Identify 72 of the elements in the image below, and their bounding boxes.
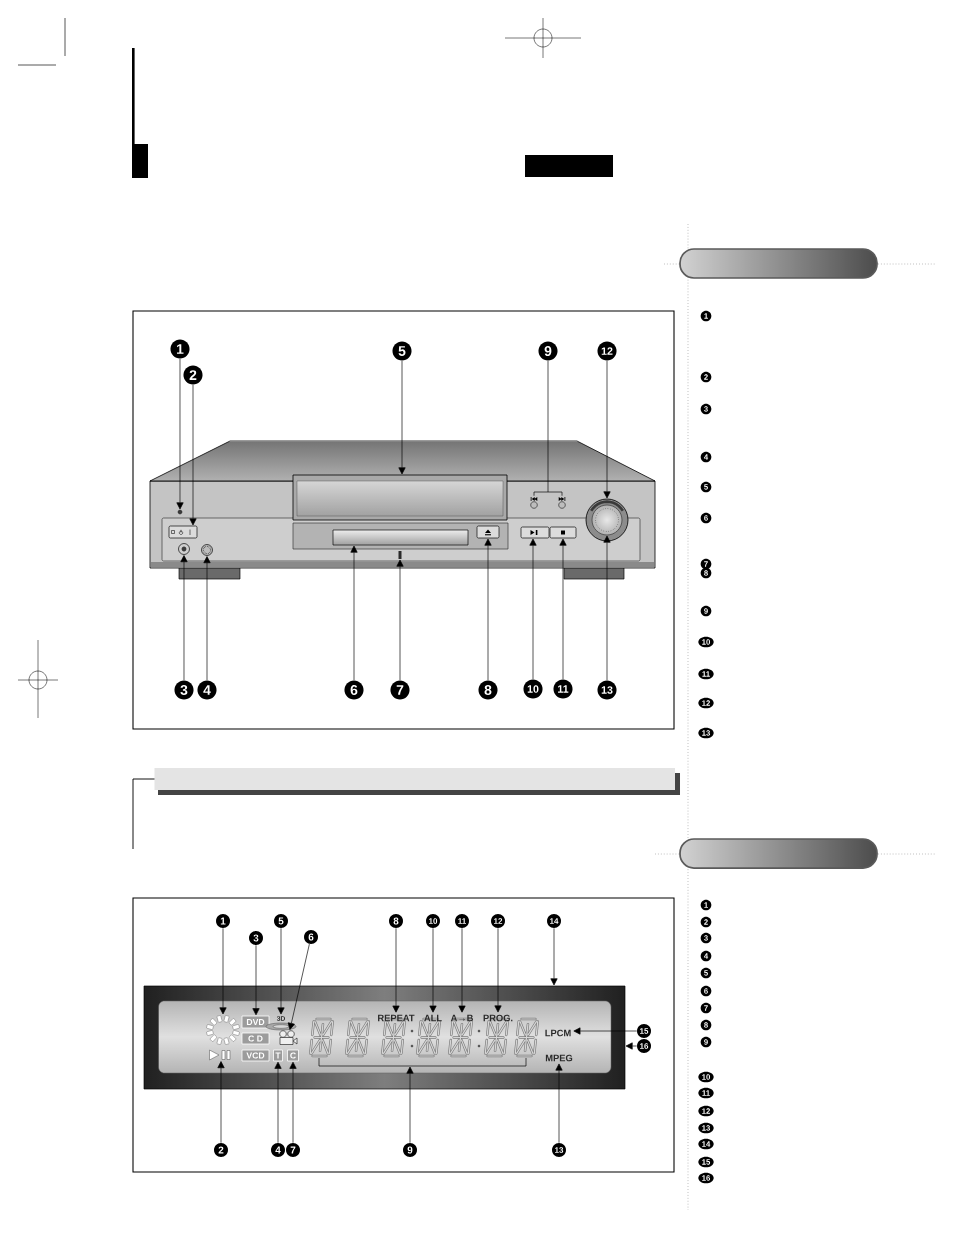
leader-line bbox=[429, 927, 437, 1013]
callout-number: 8 bbox=[478, 680, 498, 700]
callout-number: 8 bbox=[389, 914, 403, 928]
callout-number: 12 bbox=[491, 914, 505, 928]
callout-number: 1 bbox=[216, 914, 230, 928]
callout-number: 13 bbox=[552, 1143, 566, 1157]
leader-line bbox=[559, 538, 567, 680]
callout-number: 9 bbox=[403, 1143, 417, 1157]
leader-line bbox=[277, 927, 285, 1015]
disc-type-indicator: DVD bbox=[241, 1015, 270, 1029]
leader-line bbox=[252, 944, 260, 1016]
leader-line bbox=[533, 360, 563, 497]
callout-number: 13 bbox=[597, 680, 617, 700]
leader-line bbox=[176, 358, 184, 510]
indicator-label: PROG. bbox=[483, 1014, 513, 1022]
indicator-tag: T bbox=[273, 1049, 283, 1062]
callout-number: 7 bbox=[390, 680, 410, 700]
indicator-label: MPEG bbox=[545, 1054, 573, 1062]
callout-number: 1 bbox=[170, 339, 190, 359]
leader-line bbox=[287, 943, 310, 1030]
indicator-label: LPCM bbox=[545, 1029, 571, 1037]
disc-indicator-ring bbox=[206, 1015, 240, 1045]
callout-number: 7 bbox=[286, 1143, 300, 1157]
leader-line bbox=[203, 556, 211, 681]
leader-line bbox=[398, 360, 406, 475]
callout-number: 10 bbox=[523, 679, 543, 699]
leader-line bbox=[555, 1063, 563, 1144]
indicator-label: ALL bbox=[424, 1014, 442, 1022]
callout-number: 4 bbox=[271, 1143, 285, 1157]
leader-line bbox=[458, 927, 466, 1013]
leader-line bbox=[625, 1042, 638, 1050]
disc-type-indicator: C D bbox=[241, 1032, 270, 1045]
indicator-label: REPEAT bbox=[378, 1014, 415, 1022]
callout-number: 4 bbox=[197, 680, 217, 700]
callout-number: 2 bbox=[214, 1143, 228, 1157]
callout-number: 14 bbox=[547, 914, 561, 928]
leader-line bbox=[603, 535, 611, 681]
leader-line bbox=[274, 1061, 282, 1144]
leader-line bbox=[396, 559, 404, 681]
callout-number: 10 bbox=[426, 914, 440, 928]
camera-icon bbox=[279, 1030, 298, 1045]
leader-line bbox=[289, 1061, 297, 1144]
callout-number: 9 bbox=[538, 341, 558, 361]
leader-line bbox=[603, 360, 611, 499]
tab-marker bbox=[525, 155, 613, 177]
callout-number: 11 bbox=[553, 679, 573, 699]
callout-number: 5 bbox=[392, 341, 412, 361]
leader-line bbox=[219, 927, 227, 1015]
leader-line bbox=[529, 538, 537, 680]
leader-line bbox=[573, 1027, 638, 1035]
leader-line bbox=[406, 1066, 414, 1144]
play-pause-icon bbox=[209, 1049, 231, 1061]
disc-type-indicator: VCD bbox=[241, 1049, 270, 1062]
callout-number: 3 bbox=[249, 931, 263, 945]
indicator-label: A→B bbox=[450, 1014, 473, 1022]
callout-number: 2 bbox=[183, 365, 203, 385]
leader-line bbox=[217, 1061, 225, 1144]
callout-number: 11 bbox=[455, 914, 469, 928]
leader-line bbox=[550, 927, 558, 986]
callout-number: 6 bbox=[304, 930, 318, 944]
callout-number: 6 bbox=[344, 680, 364, 700]
leader-line bbox=[392, 927, 400, 1013]
indicator-tag: C bbox=[287, 1049, 299, 1062]
callout-number: 12 bbox=[597, 341, 617, 361]
leader-line bbox=[350, 545, 358, 681]
callout-number: 3 bbox=[174, 680, 194, 700]
callout-number: 16 bbox=[637, 1039, 651, 1053]
leader-line bbox=[494, 927, 502, 1013]
leader-line bbox=[180, 555, 188, 681]
leader-line bbox=[484, 538, 492, 681]
callout-number: 5 bbox=[274, 914, 288, 928]
callout-number: 15 bbox=[637, 1024, 651, 1038]
